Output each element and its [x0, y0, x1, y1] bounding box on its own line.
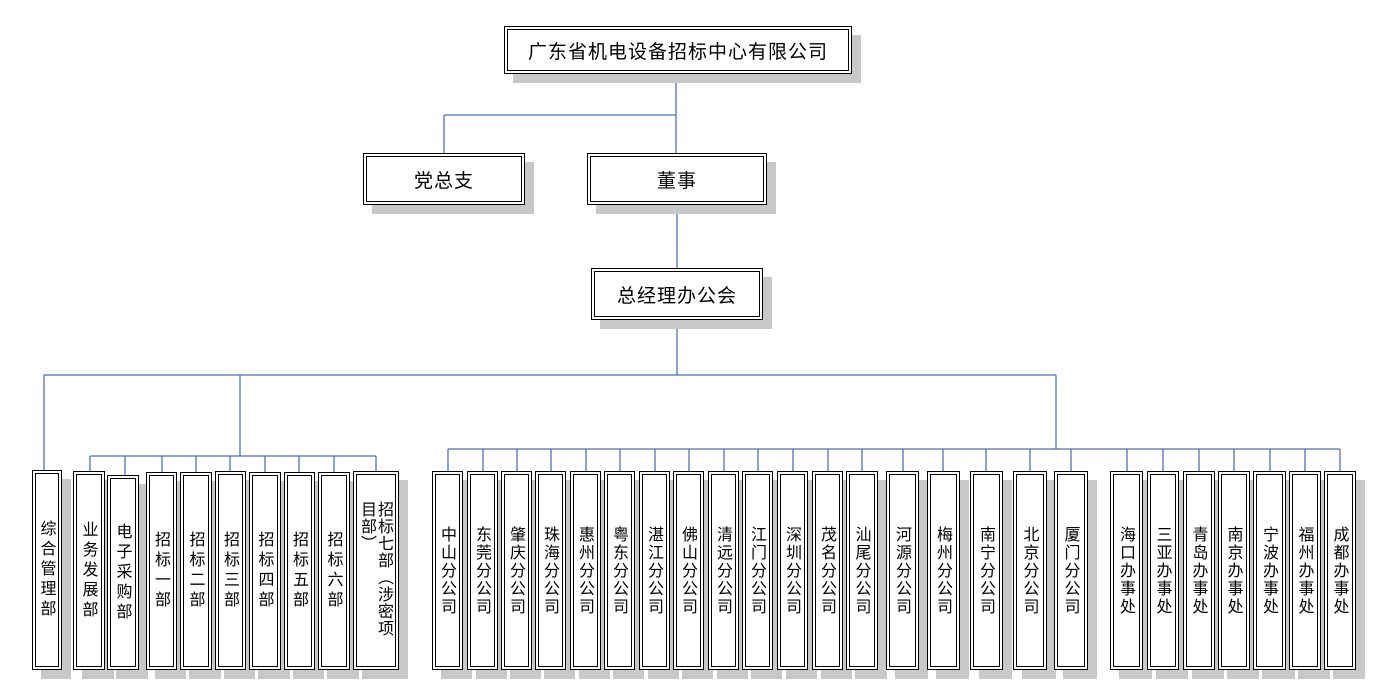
department-box: 招标二部 — [180, 472, 212, 670]
branch-label: 中山分公司 — [438, 525, 457, 616]
department-box: 电子采购部 — [107, 475, 139, 670]
branch-box: 青岛办事处 — [1183, 471, 1215, 670]
branch-box: 南宁分公司 — [970, 471, 1003, 670]
branch-box: 茂名分公司 — [812, 471, 843, 670]
branch-box: 成都办事处 — [1324, 471, 1356, 670]
department-label: 招标五部 — [290, 531, 309, 611]
party-node: 党总支 — [363, 153, 525, 205]
branch-box: 宁波办事处 — [1253, 471, 1286, 670]
root-label: 广东省机电设备招标中心有限公司 — [527, 40, 828, 63]
manager-node: 总经理办公会 — [591, 268, 763, 320]
branch-label: 东莞分公司 — [473, 525, 492, 616]
branch-label: 湛江分公司 — [645, 525, 664, 616]
branch-label: 肇庆分公司 — [507, 525, 526, 616]
board-label: 董事 — [656, 169, 697, 192]
branch-label: 北京分公司 — [1020, 525, 1040, 616]
branch-box: 福州办事处 — [1289, 471, 1321, 670]
department-label: 招标七部（涉密项目部） — [358, 500, 394, 637]
branch-box: 粤东分公司 — [604, 471, 635, 670]
branch-label: 汕尾分公司 — [852, 525, 872, 616]
department-label: 业务发展部 — [79, 520, 99, 621]
department-label: 招标一部 — [152, 531, 171, 611]
branch-box: 厦门分公司 — [1054, 471, 1088, 670]
branch-box: 珠海分公司 — [535, 471, 566, 670]
branch-box: 深圳分公司 — [777, 471, 808, 670]
department-label: 综合管理部 — [37, 520, 57, 620]
department-box: 招标七部（涉密项目部） — [353, 471, 399, 670]
branch-label: 深圳分公司 — [783, 525, 802, 616]
branch-box: 东莞分公司 — [467, 471, 498, 670]
department-box: 招标一部 — [146, 472, 177, 670]
department-box: 业务发展部 — [73, 471, 105, 670]
branch-box: 佛山分公司 — [673, 471, 704, 670]
branch-box: 湛江分公司 — [639, 471, 670, 670]
branch-box: 清远分公司 — [708, 471, 739, 670]
department-label: 招标三部 — [221, 530, 240, 611]
branch-label: 茂名分公司 — [818, 525, 837, 616]
branch-label: 梅州分公司 — [934, 525, 953, 616]
branch-box: 海口办事处 — [1110, 471, 1143, 670]
branch-label: 南宁分公司 — [977, 525, 996, 616]
branch-label: 宁波办事处 — [1260, 525, 1279, 616]
branch-label: 青岛办事处 — [1189, 525, 1209, 616]
branch-label: 佛山分公司 — [679, 525, 698, 616]
department-box: 招标五部 — [284, 472, 315, 670]
department-label: 招标四部 — [255, 531, 275, 611]
branch-label: 厦门分公司 — [1061, 525, 1081, 616]
branch-box: 北京分公司 — [1013, 471, 1047, 670]
department-box: 招标三部 — [215, 471, 246, 670]
department-box: 综合管理部 — [32, 470, 62, 670]
branch-box: 江门分公司 — [742, 471, 773, 670]
party-label: 党总支 — [413, 169, 474, 192]
branch-box: 肇庆分公司 — [501, 471, 532, 670]
branch-label: 河源分公司 — [893, 525, 912, 616]
branch-box: 南京办事处 — [1218, 471, 1250, 670]
department-label: 招标二部 — [186, 531, 206, 611]
department-label: 电子采购部 — [113, 522, 133, 623]
branch-label: 福州办事处 — [1295, 525, 1315, 616]
branch-label: 南京办事处 — [1224, 525, 1244, 616]
branch-box: 惠州分公司 — [570, 471, 601, 670]
branch-box: 河源分公司 — [886, 471, 919, 670]
branch-box: 三亚办事处 — [1147, 471, 1179, 670]
branch-label: 粤东分公司 — [610, 525, 629, 616]
branch-label: 珠海分公司 — [541, 525, 560, 616]
branch-label: 江门分公司 — [748, 525, 767, 616]
department-label: 招标六部 — [324, 531, 344, 611]
branch-box: 梅州分公司 — [927, 471, 960, 670]
branch-box: 汕尾分公司 — [846, 471, 878, 670]
branch-label: 三亚办事处 — [1153, 525, 1173, 616]
manager-label: 总经理办公会 — [616, 284, 737, 307]
branch-box: 中山分公司 — [432, 471, 463, 670]
department-box: 招标四部 — [249, 472, 281, 670]
branch-label: 成都办事处 — [1330, 525, 1350, 616]
branch-label: 海口办事处 — [1117, 525, 1136, 616]
branch-label: 惠州分公司 — [576, 525, 595, 616]
branch-label: 清远分公司 — [714, 525, 733, 616]
department-box: 招标六部 — [318, 472, 350, 670]
root-node: 广东省机电设备招标中心有限公司 — [504, 26, 852, 74]
board-node: 董事 — [587, 153, 767, 205]
